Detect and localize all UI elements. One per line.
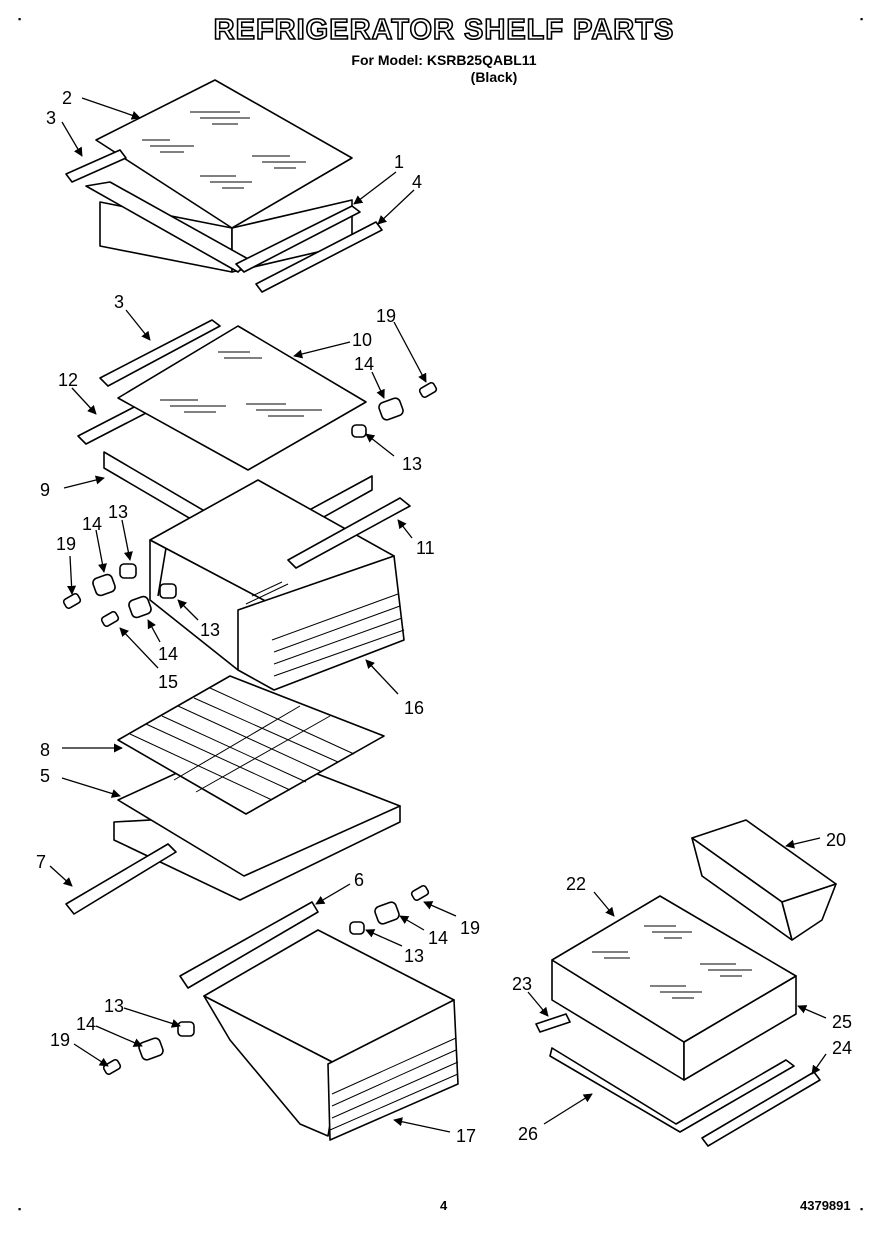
callout-12: 12 (58, 370, 78, 390)
callout-10: 10 (352, 330, 372, 350)
model-line: For Model: KSRB25QABL11 (351, 52, 537, 68)
callout-11: 11 (416, 538, 435, 558)
callout-17: 17 (456, 1126, 476, 1146)
glass-shelf-part-10 (117, 325, 367, 471)
trim-part-3-middle (99, 319, 221, 387)
callout-5: 5 (40, 766, 50, 786)
callout-14: 14 (428, 928, 448, 948)
callout-15: 15 (158, 672, 178, 692)
trim-part-23 (535, 1013, 571, 1033)
callout-labels: 2 3 1 4 3 19 10 14 12 13 9 13 14 19 11 1… (36, 88, 852, 1146)
callout-20: 20 (826, 830, 846, 850)
glass-shelf-part-22 (551, 895, 797, 1043)
document-number: 4379891 (800, 1198, 851, 1213)
right-shelf-assembly (535, 819, 837, 1147)
trim-part-24 (701, 1071, 821, 1147)
drawer-part-17-side (203, 995, 341, 1137)
corner-mark-bottom-right: ▪ (860, 1204, 864, 1214)
drawer-part-16-front (237, 555, 405, 691)
middle-shelf-assembly (62, 319, 438, 691)
callout-22: 22 (566, 874, 586, 894)
corner-mark-bottom-left: ▪ (18, 1204, 22, 1214)
callout-3: 3 (46, 108, 56, 128)
page-number: 4 (440, 1198, 448, 1213)
callout-14: 14 (76, 1014, 96, 1034)
callout-19: 19 (376, 306, 396, 326)
page-title: REFRIGERATOR SHELF PARTS (213, 13, 675, 47)
trim-part-3-top (65, 149, 127, 183)
roller-hardware-middle (62, 381, 438, 628)
top-shelf-assembly (65, 79, 383, 293)
corner-mark-top-left: ▪ (18, 14, 22, 24)
callout-14: 14 (158, 644, 178, 664)
callout-19: 19 (56, 534, 76, 554)
callout-1: 1 (394, 152, 404, 172)
callout-4: 4 (412, 172, 422, 192)
callout-13: 13 (108, 502, 128, 522)
callout-13: 13 (402, 454, 422, 474)
drawer-17-front-ribs (329, 1037, 459, 1131)
callout-8: 8 (40, 740, 50, 760)
callout-6: 6 (354, 870, 364, 890)
trim-part-12 (77, 403, 149, 445)
shelf-frame-part-26 (549, 1047, 795, 1133)
leader-lines (49, 97, 827, 1133)
callout-3: 3 (114, 292, 124, 312)
door-bin-part-20-side (781, 883, 837, 941)
model-subtitle: For Model: KSRB25QABL11 (Black) (0, 52, 888, 86)
callout-16: 16 (404, 698, 424, 718)
callout-14: 14 (82, 514, 102, 534)
trim-part-4-top (255, 221, 383, 293)
glass-reflection-marks (142, 111, 306, 189)
callout-24: 24 (832, 1038, 852, 1058)
callout-9: 9 (40, 480, 50, 500)
corner-mark-top-right: ▪ (860, 14, 864, 24)
callout-13: 13 (404, 946, 424, 966)
callout-2: 2 (62, 88, 72, 108)
glass-10-reflection-marks (160, 351, 322, 417)
roller-hardware-lower (102, 884, 430, 1076)
color-line: (Black) (470, 69, 518, 85)
callout-19: 19 (50, 1030, 70, 1050)
callout-13: 13 (200, 620, 220, 640)
glass-shelf-top (95, 79, 353, 229)
callout-19: 19 (460, 918, 480, 938)
glass-22-reflection-marks (592, 925, 752, 999)
callout-26: 26 (518, 1124, 538, 1144)
lower-shelf-assembly (65, 675, 459, 1141)
wire-shelf-part-8 (117, 675, 385, 815)
wire-shelf-8-wires (129, 687, 355, 801)
callout-23: 23 (512, 974, 532, 994)
trim-part-7 (65, 843, 177, 915)
callout-14: 14 (354, 354, 374, 374)
callout-25: 25 (832, 1012, 852, 1032)
trim-part-6 (179, 901, 319, 989)
frame-part-1 (235, 205, 361, 273)
callout-7: 7 (36, 852, 46, 872)
trim-part-11 (287, 497, 411, 569)
drawer-16-front-ribs (245, 581, 405, 677)
callout-13: 13 (104, 996, 124, 1016)
